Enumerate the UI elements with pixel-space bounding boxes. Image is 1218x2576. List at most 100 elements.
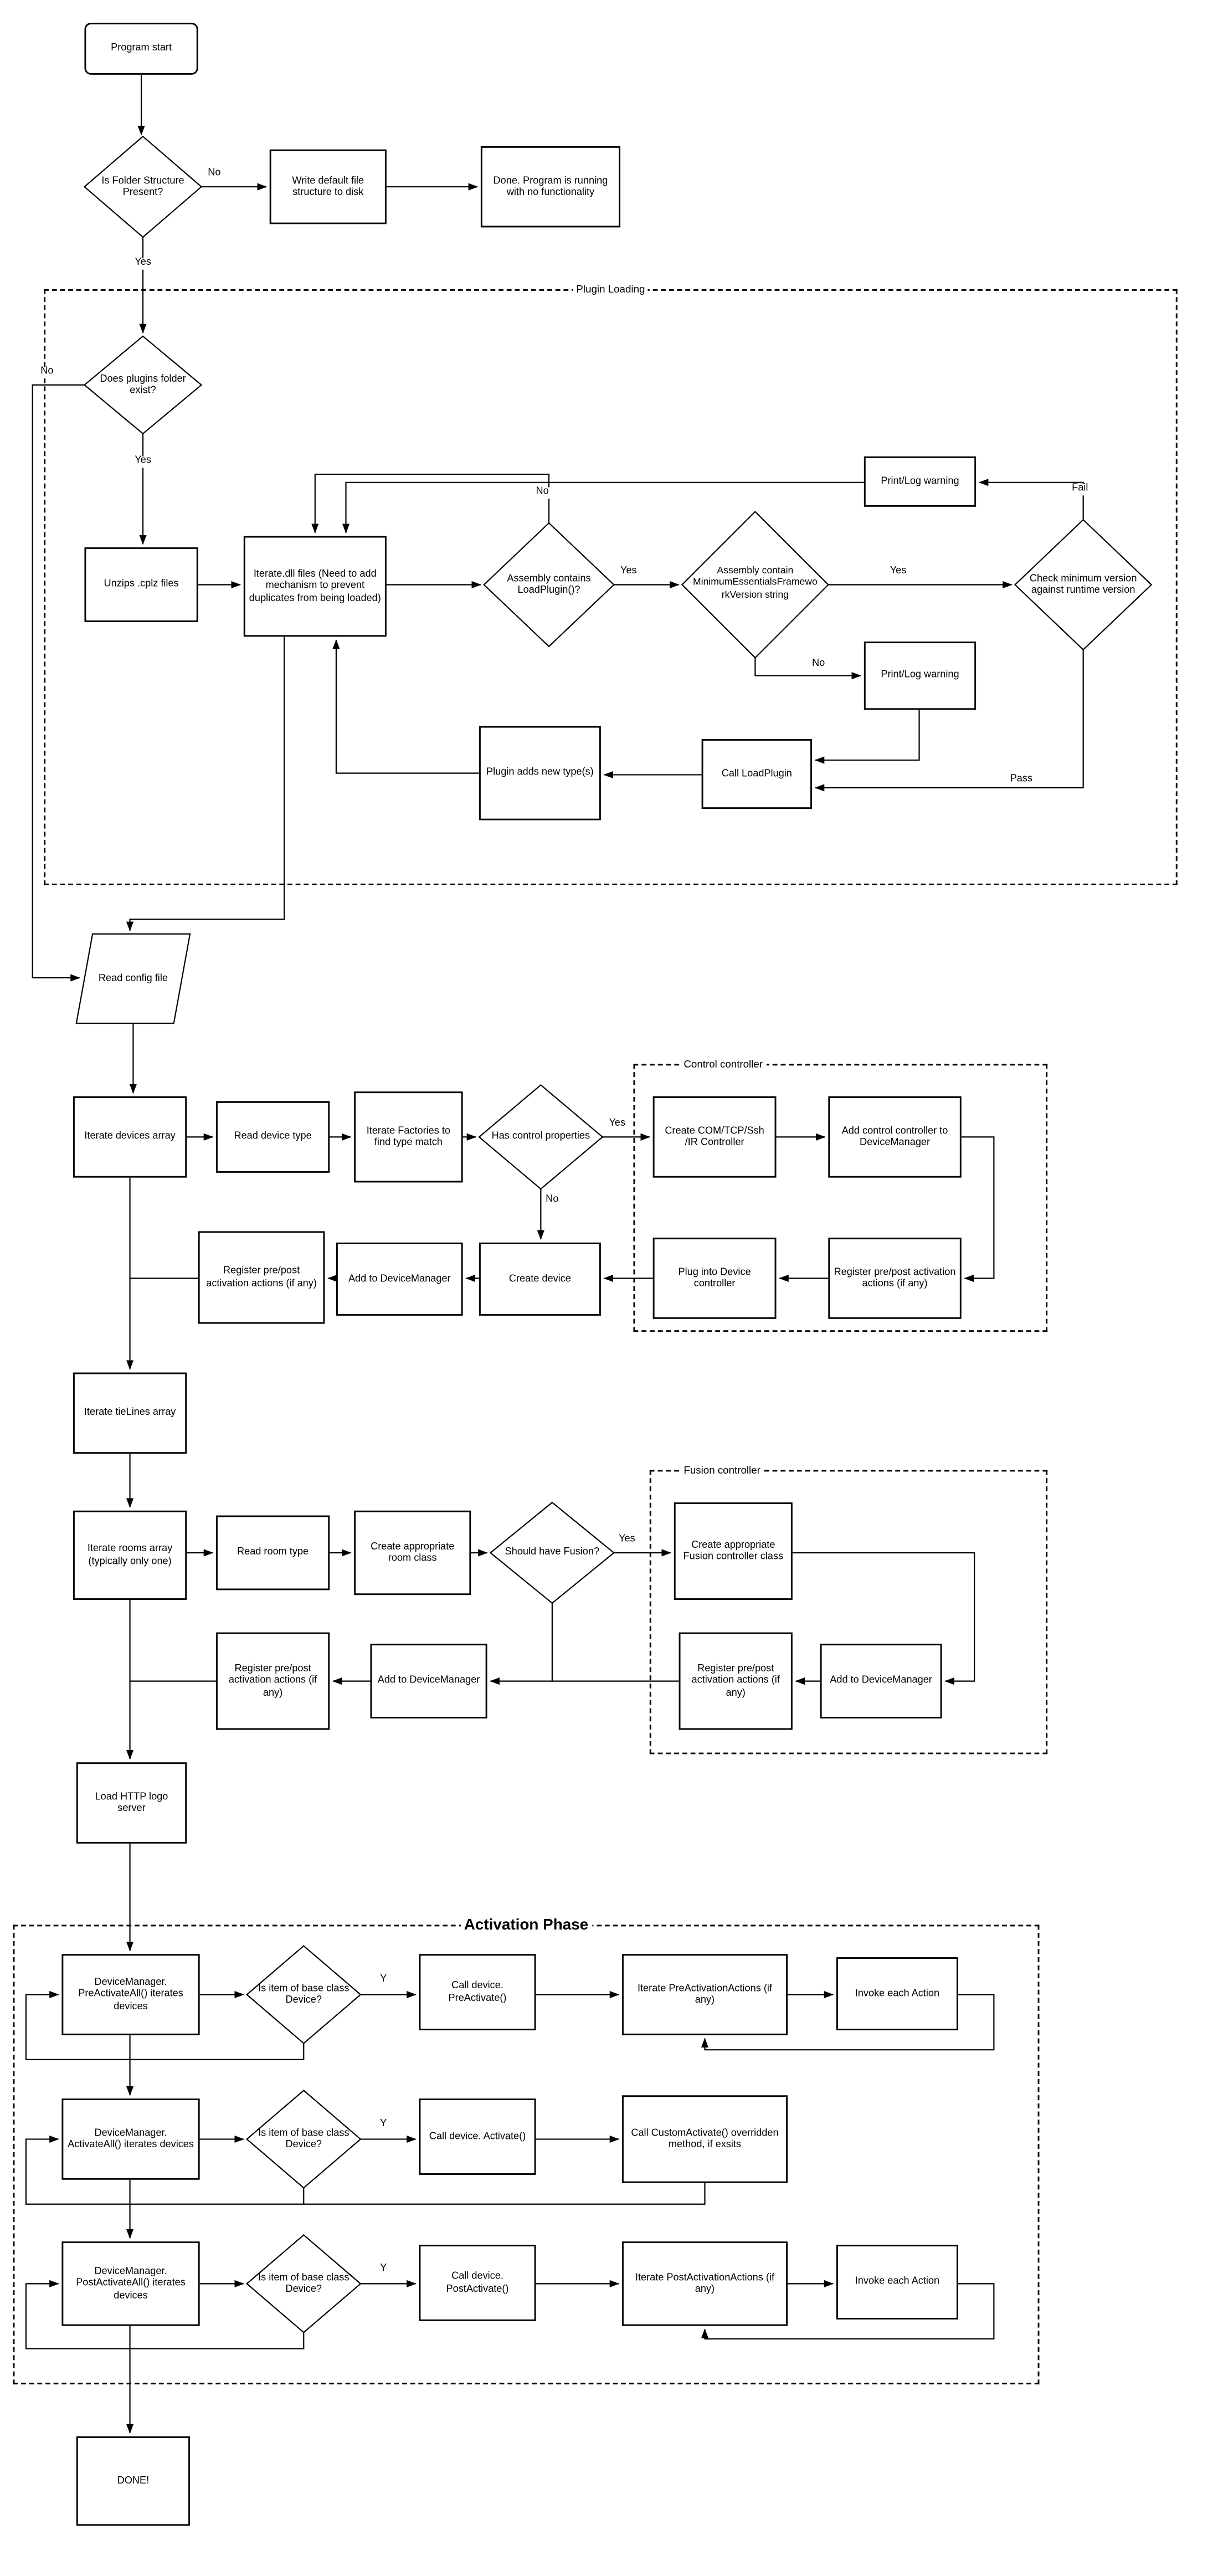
diamond-shape-min-version-check bbox=[1014, 519, 1153, 651]
node-label: Iterate rooms array (typically only one) bbox=[87, 1543, 173, 1567]
node-label: Iterate tieLines array bbox=[84, 1407, 176, 1419]
node-label: DeviceManager. PostActivateAll() iterate… bbox=[76, 2266, 186, 2301]
node-print-log-warning-fail: Print/Log warning bbox=[864, 456, 977, 507]
activation-phase-container-label: Activation Phase bbox=[460, 1916, 592, 1934]
node-register-actions-room: Register pre/post activation actions (if… bbox=[215, 1632, 330, 1730]
node-create-com-controller: Create COM/TCP/Ssh /IR Controller bbox=[652, 1096, 777, 1178]
node-call-postactivate: Call device. PostActivate() bbox=[419, 2245, 536, 2321]
node-label: Program start bbox=[111, 43, 172, 54]
node-label: Iterate Factories to find type match bbox=[366, 1125, 451, 1148]
activation-phase-container: Activation Phase bbox=[13, 1916, 1040, 2385]
node-label: Should have Fusion? bbox=[505, 1547, 600, 1558]
node-print-log-warning-no: Print/Log warning bbox=[864, 642, 977, 710]
node-label: Register pre/post activation actions (if… bbox=[206, 1265, 317, 1289]
diamond-shape-loadplugin-check bbox=[483, 522, 615, 648]
edge bbox=[701, 1994, 995, 2051]
node-label: Add to DeviceManager bbox=[348, 1273, 451, 1285]
node-label: DeviceManager. ActivateAll() iterates de… bbox=[68, 2127, 194, 2151]
node-base-class-check-3: Is item of base class Device? bbox=[250, 2238, 358, 2329]
node-label: Call device. PostActivate() bbox=[446, 2271, 509, 2295]
node-write-default-structure: Write default file structure to disk bbox=[269, 149, 387, 224]
edge bbox=[978, 479, 1084, 520]
edge bbox=[754, 658, 862, 680]
edge-label-base2-y: Y bbox=[378, 2118, 389, 2131]
node-label: Write default file structure to disk bbox=[292, 175, 364, 198]
node-call-preactivate: Call device. PreActivate() bbox=[419, 1954, 536, 2030]
node-label: Iterate PreActivationActions (if any) bbox=[637, 1983, 772, 2007]
node-label: Create appropriate Fusion controller cla… bbox=[683, 1539, 784, 1563]
edge-label-loadplugin-yes: Yes bbox=[619, 566, 639, 578]
node-label: Is item of base class Device? bbox=[258, 2127, 350, 2151]
node-call-customactivate: Call CustomActivate() overridden method,… bbox=[621, 2095, 788, 2183]
edge bbox=[25, 2280, 305, 2349]
node-read-config-file: Read config file bbox=[84, 939, 182, 1019]
node-label: Is item of base class Device? bbox=[258, 1983, 350, 2007]
node-label: Print/Log warning bbox=[881, 669, 959, 681]
node-read-device-type: Read device type bbox=[215, 1101, 330, 1173]
node-base-class-check-2: Is item of base class Device? bbox=[250, 2093, 358, 2184]
node-register-actions-device: Register pre/post activation actions (if… bbox=[198, 1231, 325, 1324]
plugin-loading-container: Plugin Loading bbox=[44, 284, 1178, 885]
node-label: Iterate devices array bbox=[84, 1131, 176, 1143]
node-label: Read room type bbox=[237, 1547, 309, 1558]
node-label: Create COM/TCP/Ssh /IR Controller bbox=[665, 1125, 764, 1148]
node-label: Add to DeviceManager bbox=[377, 1675, 480, 1687]
node-label: Plugin adds new type(s) bbox=[486, 767, 594, 779]
parallelogram-shape-read-config bbox=[75, 933, 191, 1024]
edge-label-pass: Pass bbox=[1008, 773, 1034, 786]
node-label: Add to DeviceManager bbox=[830, 1675, 932, 1687]
node-label: Done. Program is running with no functio… bbox=[493, 175, 608, 198]
fusion-controller-container-label: Fusion controller bbox=[680, 1465, 764, 1477]
edge-label-loadplugin-no: No bbox=[534, 486, 551, 499]
shapes bbox=[75, 135, 1153, 2333]
node-register-actions-fusion: Register pre/post activation actions (if… bbox=[679, 1632, 793, 1730]
node-invoke-each-action-1: Invoke each Action bbox=[836, 1957, 958, 2030]
node-min-version-check: Check minimum version against runtime ve… bbox=[1023, 533, 1143, 637]
edge bbox=[25, 1990, 305, 2060]
node-label: DONE! bbox=[117, 2475, 150, 2487]
node-label: DeviceManager. PreActivateAll() iterates… bbox=[78, 1977, 183, 2012]
edge-label-base3-y: Y bbox=[378, 2263, 389, 2276]
edge-label-folder-yes: Yes bbox=[133, 257, 153, 270]
node-label: Register pre/post activation actions (if… bbox=[834, 1266, 956, 1290]
node-version-string-check: Assembly contain MinimumEssentialsFramew… bbox=[688, 523, 821, 646]
node-loadplugin-check: Assembly contains LoadPlugin()? bbox=[490, 536, 607, 634]
diamond-shape-folder-check bbox=[83, 135, 203, 238]
node-label: Plug into Device controller bbox=[678, 1266, 751, 1290]
plugin-loading-container-label: Plugin Loading bbox=[573, 284, 649, 296]
node-postactivateall: DeviceManager. PostActivateAll() iterate… bbox=[61, 2241, 200, 2326]
node-label: Call CustomActivate() overridden method,… bbox=[631, 2127, 779, 2151]
node-has-control-properties-check: Has control properties bbox=[484, 1091, 598, 1182]
node-label: Is item of base class Device? bbox=[258, 2271, 350, 2295]
node-preactivateall: DeviceManager. PreActivateAll() iterates… bbox=[61, 1954, 200, 2035]
diamond-shape-plugins-folder-check bbox=[83, 335, 203, 435]
edge-label-version-no: No bbox=[810, 658, 827, 671]
node-unzip-cplz: Unzips .cplz files bbox=[84, 547, 198, 622]
node-label: Read device type bbox=[234, 1131, 312, 1143]
node-label: Iterate PostActivationActions (if any) bbox=[635, 2271, 775, 2295]
diamond-shape-version-string-check bbox=[681, 511, 829, 659]
node-create-room-class: Create appropriate room class bbox=[354, 1510, 471, 1595]
node-label: Load HTTP logo server bbox=[95, 1791, 168, 1815]
node-register-actions-control: Register pre/post activation actions (if… bbox=[828, 1238, 962, 1319]
node-label: Assembly contain MinimumEssentialsFramew… bbox=[692, 567, 818, 601]
node-done: DONE! bbox=[76, 2436, 191, 2526]
edge bbox=[32, 384, 85, 982]
node-iterate-postactivationactions: Iterate PostActivationActions (if any) bbox=[621, 2241, 788, 2326]
edge bbox=[814, 710, 920, 764]
node-add-control-controller: Add control controller to DeviceManager bbox=[828, 1096, 962, 1178]
edge-label-folder-no: No bbox=[206, 168, 223, 180]
edges bbox=[25, 74, 1084, 2434]
node-program-start: Program start bbox=[84, 23, 198, 75]
node-create-device: Create device bbox=[479, 1242, 601, 1316]
node-add-to-devicemanager-fusion: Add to DeviceManager bbox=[820, 1644, 942, 1719]
edge-label-plugins-no: No bbox=[39, 366, 55, 378]
node-iterate-tielines: Iterate tieLines array bbox=[73, 1372, 187, 1454]
node-iterate-rooms: Iterate rooms array (typically only one) bbox=[73, 1510, 187, 1600]
node-label: Check minimum version against runtime ve… bbox=[1029, 573, 1137, 597]
edge-label-fusion-yes: Yes bbox=[617, 1533, 637, 1546]
node-plugins-folder-check: Does plugins folder exist? bbox=[88, 346, 198, 424]
node-label: Does plugins folder exist? bbox=[100, 373, 186, 397]
